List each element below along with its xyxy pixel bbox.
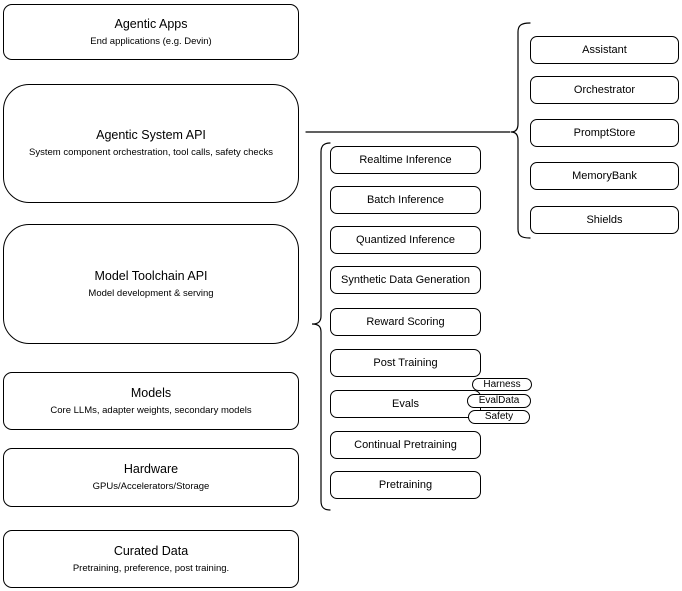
pill-harness: Harness [472,378,532,391]
node-agentic-system-api: Agentic System API System component orch… [3,84,299,203]
node-realtime-inference: Realtime Inference [330,146,481,174]
node-subtitle: End applications (e.g. Devin) [90,35,212,47]
node-label: MemoryBank [572,170,637,182]
node-batch-inference: Batch Inference [330,186,481,214]
node-promptstore: PromptStore [530,119,679,147]
node-shields: Shields [530,206,679,234]
node-label: Realtime Inference [359,154,452,166]
node-label: Shields [586,214,623,226]
node-label: Evals [392,398,419,410]
toolchain-components-brace [311,142,331,511]
node-label: Orchestrator [573,84,636,96]
node-continual-pretraining: Continual Pretraining [330,431,481,459]
node-title: Model Toolchain API [94,268,208,283]
node-evals: Evals [330,390,481,418]
pill-label: EvalData [478,395,520,406]
node-assistant: Assistant [530,36,679,64]
node-label: Pretraining [378,479,433,491]
node-label: Quantized Inference [355,234,456,246]
node-model-toolchain-api: Model Toolchain API Model development & … [3,224,299,344]
node-subtitle: Model development & serving [88,287,214,299]
node-label: Reward Scoring [366,316,445,328]
node-quantized-inference: Quantized Inference [330,226,481,254]
pill-safety: Safety [468,410,530,424]
node-label: Synthetic Data Generation [340,274,471,286]
node-hardware: Hardware GPUs/Accelerators/Storage [3,448,299,507]
node-title: Agentic Apps [114,16,188,31]
node-title: Agentic System API [96,128,206,143]
node-title: Models [130,385,172,400]
node-reward-scoring: Reward Scoring [330,308,481,336]
node-orchestrator: Orchestrator [530,76,679,104]
node-label: Continual Pretraining [354,439,457,451]
node-title: Curated Data [113,543,189,558]
node-subtitle: Core LLMs, adapter weights, secondary mo… [50,404,252,416]
node-curated-data: Curated Data Pretraining, preference, po… [3,530,299,588]
node-agentic-apps: Agentic Apps End applications (e.g. Devi… [3,4,299,60]
node-models: Models Core LLMs, adapter weights, secon… [3,372,299,430]
node-label: PromptStore [573,127,636,139]
node-subtitle: GPUs/Accelerators/Storage [92,481,210,493]
node-post-training: Post Training [330,349,481,377]
node-title: Hardware [123,462,179,477]
system-components-brace [510,22,531,239]
pill-evaldata: EvalData [467,394,531,408]
node-subtitle: System component orchestration, tool cal… [29,147,273,159]
node-subtitle: Pretraining, preference, post training. [72,562,230,574]
node-synthetic-data-generation: Synthetic Data Generation [330,266,481,294]
node-memorybank: MemoryBank [530,162,679,190]
node-label: Assistant [582,44,627,56]
pill-label: Safety [484,411,514,422]
pill-label: Harness [483,378,521,390]
node-pretraining: Pretraining [330,471,481,499]
node-label: Post Training [373,357,438,369]
node-label: Batch Inference [366,194,445,206]
